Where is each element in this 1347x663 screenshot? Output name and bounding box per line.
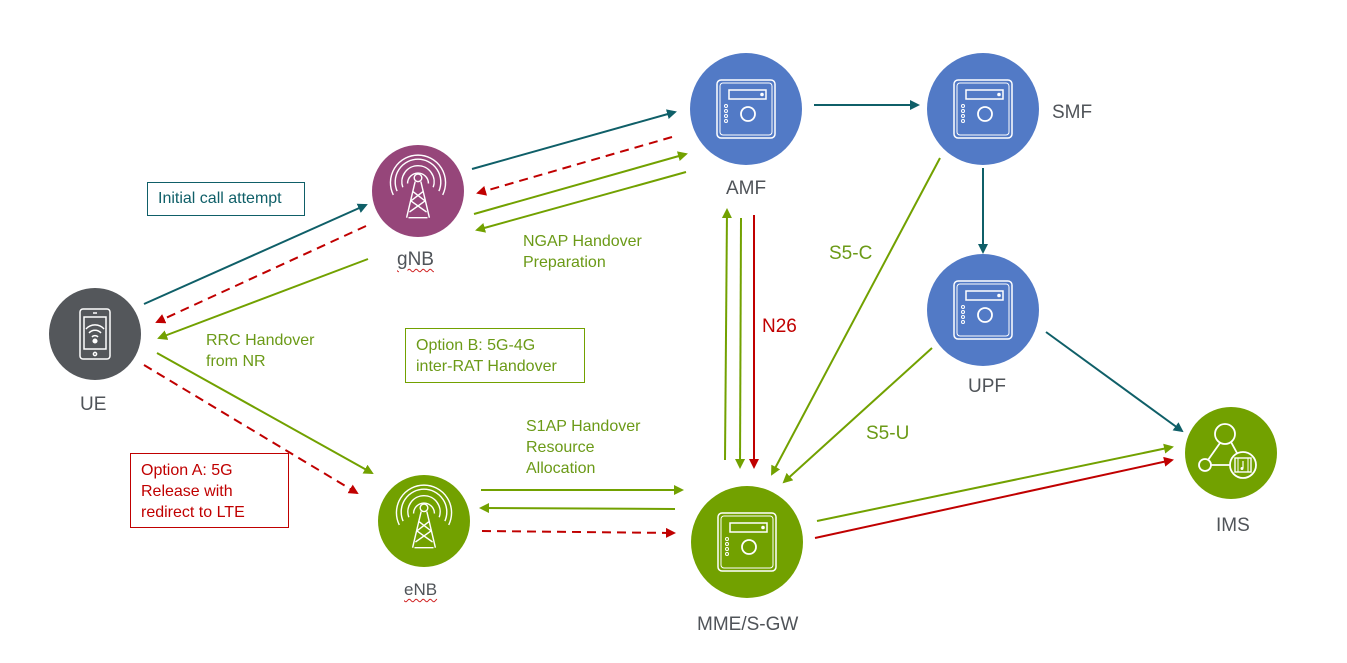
option-a-line-2: Release with — [141, 483, 233, 500]
ngap-handover-label: NGAP Handover Preparation — [523, 231, 642, 273]
edge-upf-ims — [1045, 331, 1184, 433]
edge-gnb-amf-initial — [471, 109, 677, 170]
node-label-mme: MME/S-GW — [697, 614, 799, 635]
s5c-label: S5-C — [829, 243, 873, 264]
rrc-line-1: RRC Handover — [206, 332, 315, 349]
edge-amf-gnb-release — [476, 136, 673, 196]
edge-ue-enb-redirect — [143, 364, 359, 495]
node-label-ue: UE — [80, 394, 107, 415]
smartphone-wifi-icon — [79, 308, 111, 360]
edge-smf-mme-s5c — [771, 157, 941, 476]
node-ims[interactable] — [1185, 407, 1277, 499]
initial-call-attempt-box: Initial call attempt — [147, 182, 305, 216]
ngap-line-2: Preparation — [523, 254, 606, 271]
node-label-amf: AMF — [726, 178, 767, 199]
edge-ue-enb-rrc — [156, 352, 374, 474]
node-amf[interactable] — [690, 53, 802, 165]
node-label-gnb: gNB — [397, 249, 434, 270]
edge-gnb-ue-release — [155, 225, 367, 324]
node-smf[interactable] — [927, 53, 1039, 165]
ngap-line-1: NGAP Handover — [523, 233, 642, 250]
edge-amf-mme-n26 — [735, 217, 746, 469]
option-a-line-1: Option A: 5G — [141, 462, 233, 479]
node-ue[interactable] — [49, 288, 141, 380]
edge-gnb-amf-ngap — [473, 151, 688, 215]
rrc-handover-label: RRC Handover from NR — [206, 330, 314, 372]
option-b-box: Option B: 5G-4G inter-RAT Handover — [405, 328, 585, 383]
edge-mme-ims-green — [816, 443, 1174, 522]
network-media-icon — [1198, 423, 1257, 479]
edge-mme-enb-s1ap — [479, 503, 676, 514]
option-a-box: Option A: 5G Release with redirect to LT… — [130, 453, 289, 528]
option-a-line-3: redirect to LTE — [141, 504, 245, 521]
node-label-gnb-text: gNB — [397, 249, 434, 270]
node-label-enb-text: eNB — [404, 580, 438, 599]
node-enb[interactable] — [378, 475, 470, 567]
s1ap-line-2: Resource — [526, 439, 595, 456]
s1ap-handover-label: S1AP Handover Resource Allocation — [526, 416, 640, 479]
option-b-line-1: Option B: 5G-4G — [416, 337, 536, 354]
edge-amf-gnb-ngap — [475, 171, 687, 233]
s1ap-line-3: Allocation — [526, 460, 596, 477]
node-label-ims: IMS — [1216, 515, 1250, 536]
node-gnb[interactable] — [372, 145, 464, 237]
edge-mme-ims-red — [814, 456, 1174, 539]
edge-ue-gnb-initial — [143, 203, 368, 305]
n26-label: N26 — [762, 316, 797, 337]
node-label-smf: SMF — [1052, 102, 1093, 123]
s1ap-line-1: S1AP Handover — [526, 418, 641, 435]
edge-upf-mme-s5u — [782, 347, 933, 484]
edge-gnb-ue-rrc — [157, 258, 369, 340]
rrc-line-2: from NR — [206, 353, 266, 370]
edge-enb-mme-redirect — [481, 527, 676, 538]
node-upf[interactable] — [927, 254, 1039, 366]
initial-call-attempt-text: Initial call attempt — [158, 190, 282, 207]
option-b-line-2: inter-RAT Handover — [416, 358, 557, 375]
node-mme[interactable] — [691, 486, 803, 598]
s5u-label: S5-U — [866, 423, 910, 444]
edge-mme-amf-n26 — [721, 208, 732, 461]
node-label-enb: eNB — [404, 579, 437, 600]
node-label-upf: UPF — [968, 376, 1006, 397]
